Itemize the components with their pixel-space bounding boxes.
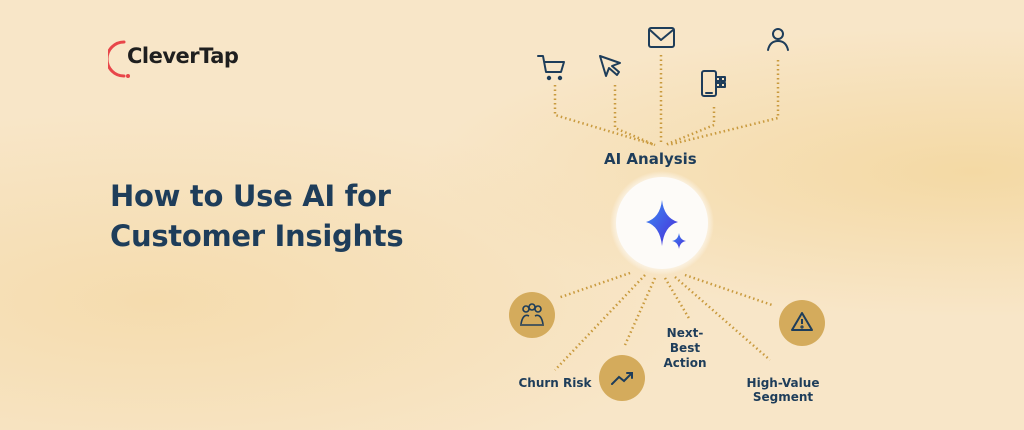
ai-analysis-label: AI Analysis xyxy=(604,150,697,168)
next-best-action-label: Next-Best Action xyxy=(663,326,707,370)
sparkle-icon xyxy=(646,200,686,249)
high-value-segment-label: High-Value Segment xyxy=(746,376,820,404)
mail-icon xyxy=(648,27,675,48)
logo-arc-icon xyxy=(108,40,130,78)
clevertap-logo: CleverTap xyxy=(108,36,258,82)
brand-name: CleverTap xyxy=(127,44,239,68)
churn-risk-label: Churn Risk xyxy=(518,376,592,390)
trend-up-icon xyxy=(611,372,633,385)
page-title: How to Use AI for Customer Insights xyxy=(110,179,404,253)
warning-icon xyxy=(791,312,813,331)
cursor-icon xyxy=(599,55,621,77)
user-icon xyxy=(767,28,789,51)
mobile-app-icon xyxy=(701,70,726,97)
cart-icon xyxy=(537,55,565,81)
group-icon xyxy=(520,303,544,326)
